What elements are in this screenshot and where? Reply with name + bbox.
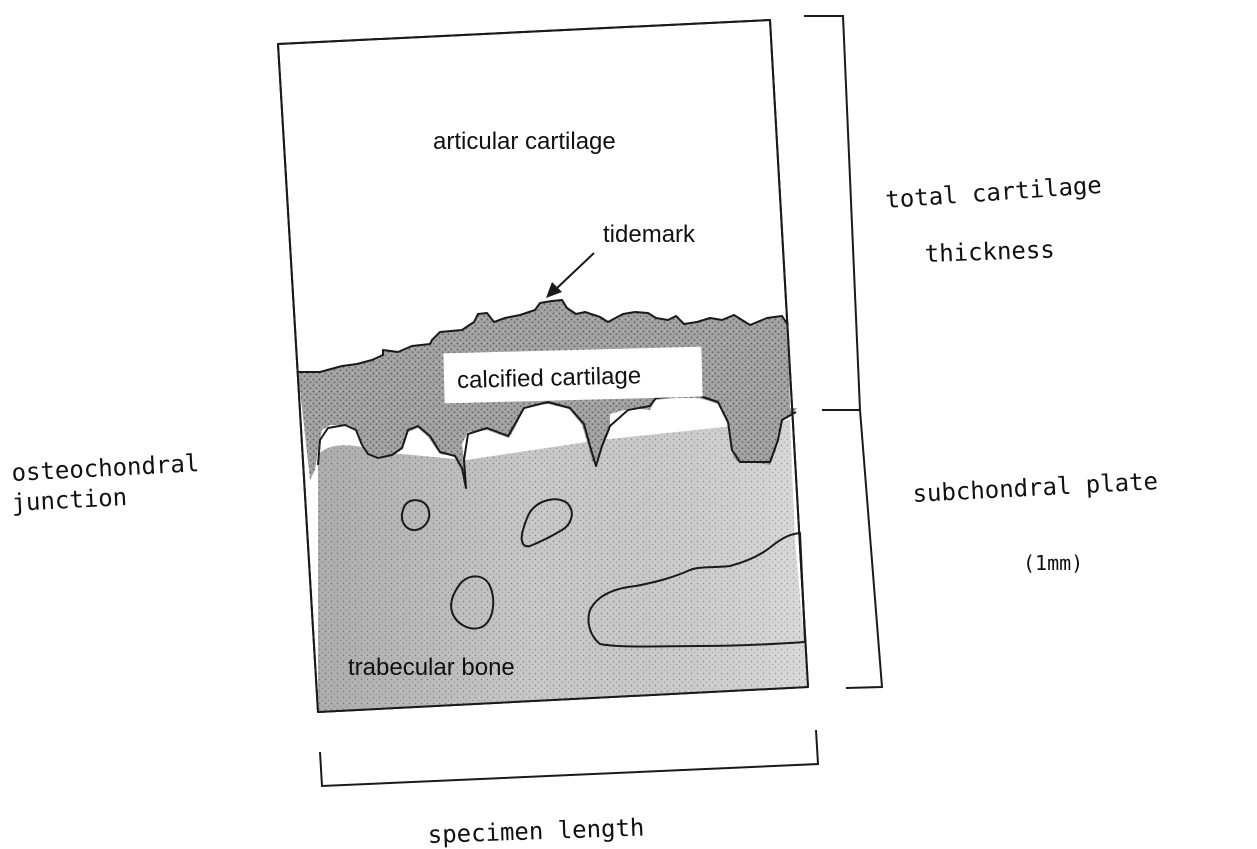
total-cartilage-thickness-label-line1: total cartilage [884,171,1102,214]
total-cartilage-thickness-label-line2: thickness [924,235,1055,268]
osteochondral-junction-label-line1: osteochondral [11,449,200,487]
calcified-cartilage-label-box: calcified cartilage [443,347,702,404]
subchondral-plate-label: subchondral plate [912,467,1159,508]
subchondral-plate-bracket [822,410,882,688]
tidemark-label: tidemark [603,221,696,248]
subchondral-plate-size-label: (1mm) [1023,551,1083,575]
trabecular-bone-label: trabecular bone [348,654,515,681]
articular-cartilage-label: articular cartilage [433,128,616,155]
specimen-length-label: specimen length [427,813,645,849]
tidemark-arrow [546,253,594,298]
osteochondral-junction-label-line2: junction [11,483,128,517]
specimen-length-bracket [320,730,818,786]
calcified-cartilage-label: calcified cartilage [457,362,642,394]
total-cartilage-thickness-bracket [804,16,860,410]
